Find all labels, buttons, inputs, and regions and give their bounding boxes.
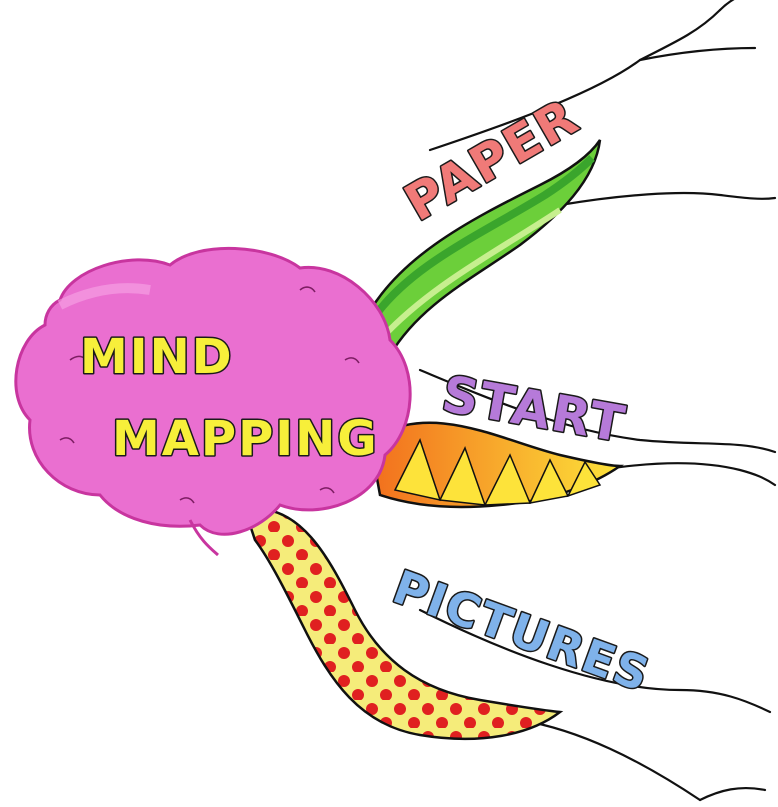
branch-label-pictures: PICTURES [386, 560, 658, 703]
central-topic-line1: MIND [80, 329, 234, 385]
central-topic-cloud: MIND MAPPING [16, 248, 410, 555]
central-topic-line2: MAPPING [112, 411, 379, 467]
